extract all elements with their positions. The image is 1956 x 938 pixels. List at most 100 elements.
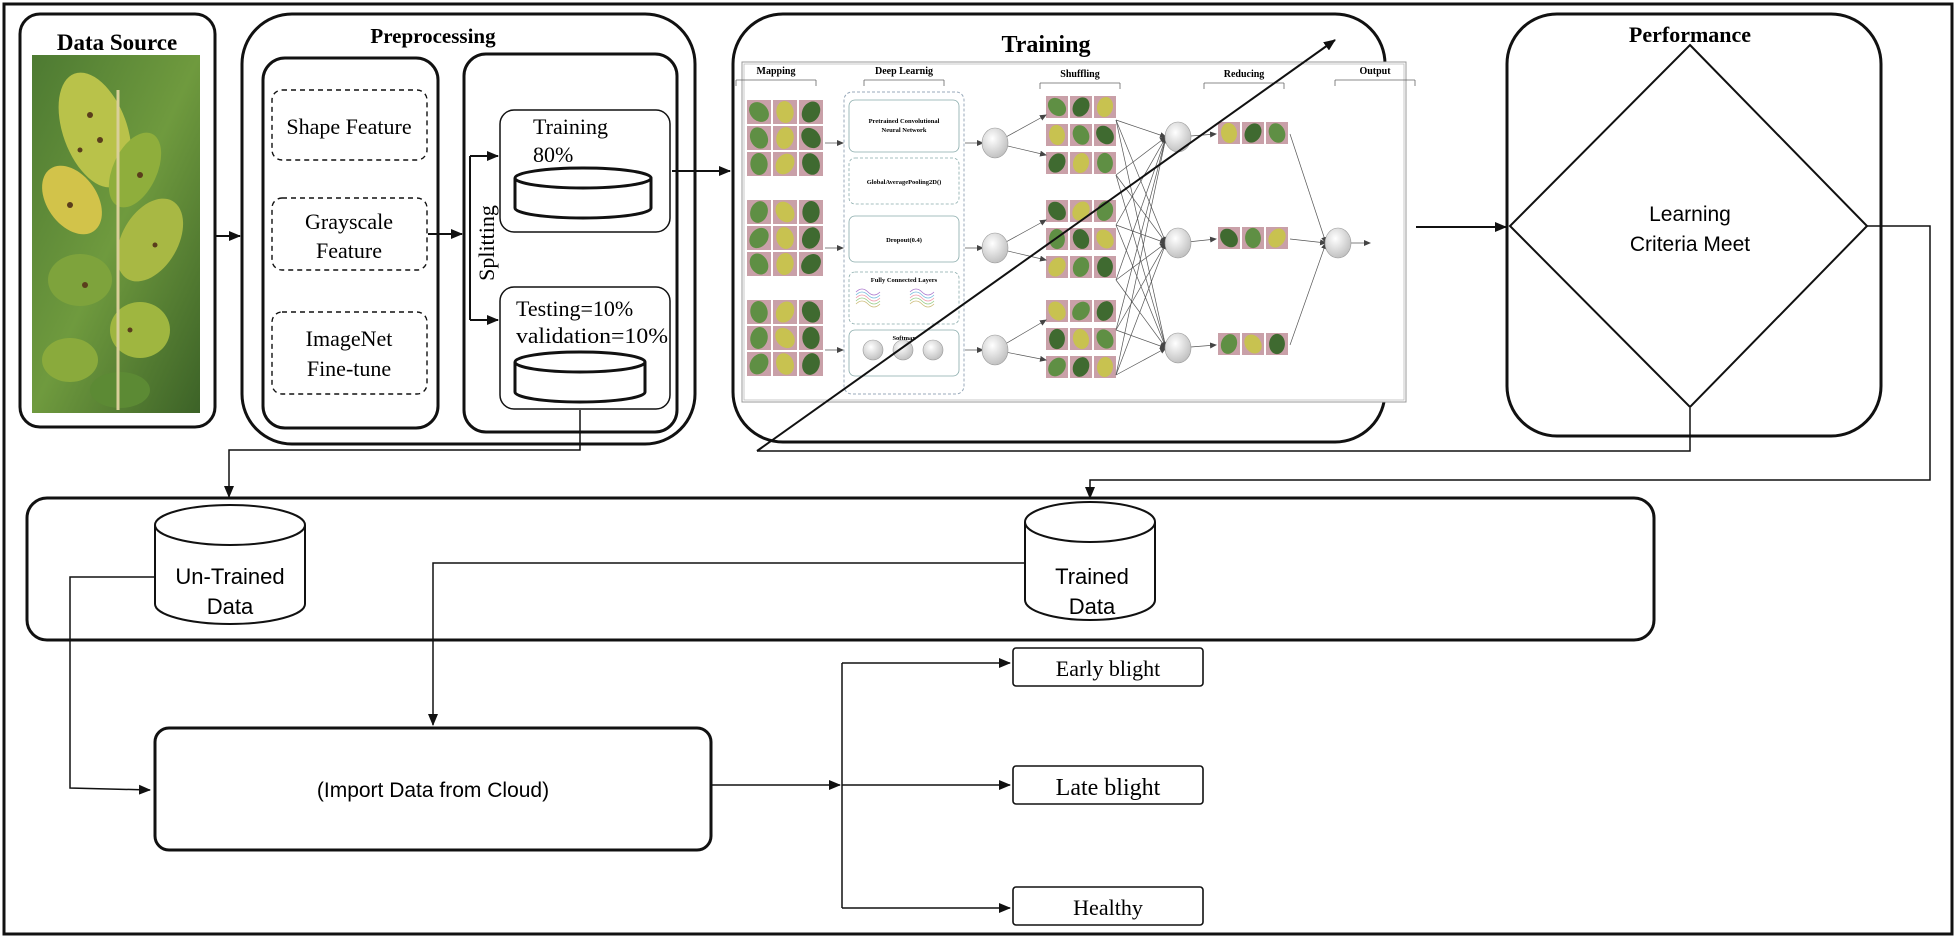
cnn-column-header: Shuffling (1060, 69, 1099, 80)
leaf-thumbnail (1094, 328, 1116, 350)
import-data-label: (Import Data from Cloud) (317, 779, 549, 802)
leaf-thumbnail (773, 300, 797, 324)
output-node (1324, 227, 1352, 259)
grayscale-label: Grayscale (305, 209, 393, 234)
leaf-thumbnail (799, 152, 823, 176)
cnn-layer-label: Fully Connected Layers (871, 277, 938, 284)
leaf-thumbnail (747, 126, 771, 150)
performance-title: Performance (1629, 22, 1751, 47)
arrow-training-feedback-diagonal (756, 39, 1336, 452)
leaf-thumbnail (1266, 227, 1288, 249)
leaf-thumbnail (1094, 256, 1116, 278)
early-blight-label: Early blight (1056, 656, 1160, 681)
grayscale-feature-label: Feature (316, 238, 382, 263)
imagenet-label: ImageNet (306, 326, 393, 351)
network-node (1164, 227, 1192, 259)
leaf-thumbnail (1218, 333, 1240, 355)
validation-split-label: validation=10% (516, 323, 668, 348)
leaf-thumbnail (1046, 356, 1068, 378)
leaf-thumbnail (1218, 227, 1240, 249)
training-split-label: Training (533, 114, 608, 139)
fine-tune-label: Fine-tune (307, 356, 391, 381)
healthy-label: Healthy (1073, 895, 1143, 920)
testing-split-label: Testing=10% (516, 296, 633, 321)
leaf-thumbnail (799, 326, 823, 350)
imagenet-box (271, 311, 428, 395)
leaf-thumbnail (799, 300, 823, 324)
cnn-layer-label: Pretrained Convolutional (869, 118, 940, 125)
leaf-thumbnail (1070, 228, 1092, 250)
leaf-thumbnail (773, 200, 797, 224)
decision-line-1: Learning (1649, 203, 1731, 226)
splitting-label: Splitting (474, 205, 499, 281)
leaf-thumbnail (1094, 300, 1116, 322)
leaf-thumbnail (799, 352, 823, 376)
leaf-thumbnail (799, 200, 823, 224)
leaf-thumbnail (1070, 152, 1092, 174)
untrained-label-1: Un-Trained (175, 564, 284, 589)
leaf-photo (32, 55, 200, 413)
shape-feature-label: Shape Feature (286, 114, 411, 139)
learning-criteria-decision (1508, 43, 1869, 409)
performance-panel: Performance Learning Criteria Meet (1505, 12, 1883, 438)
cnn-layer-label: Dropout(0.4) (886, 237, 922, 244)
leaf-thumbnail (1094, 152, 1116, 174)
leaf-thumbnail (1046, 124, 1068, 146)
connector-performance-to-trained-data (1085, 225, 1931, 499)
leaf-thumbnail (773, 352, 797, 376)
leaf-thumbnail (1046, 328, 1068, 350)
late-blight-label: Late blight (1056, 775, 1161, 801)
leaf-thumbnail (1070, 356, 1092, 378)
connector-trained-to-import (428, 562, 1025, 726)
untrained-label-2: Data (207, 594, 254, 619)
cnn-column-header: Output (1359, 66, 1391, 77)
leaf-thumbnail (773, 252, 797, 276)
leaf-thumbnail (799, 100, 823, 124)
leaf-thumbnail (1094, 356, 1116, 378)
leaf-thumbnail (773, 100, 797, 124)
leaf-thumbnail (1070, 328, 1092, 350)
decision-line-2: Criteria Meet (1630, 233, 1750, 256)
network-node (981, 232, 1009, 264)
leaf-thumbnail (1046, 96, 1068, 118)
cnn-column-header: Reducing (1224, 69, 1265, 80)
connector-performance-to-training (757, 408, 1691, 452)
leaf-thumbnail (747, 326, 771, 350)
cnn-layer-label: Neural Network (882, 127, 927, 134)
cnn-layer-label: GlobalAveragePooling2D() (867, 179, 942, 186)
preprocessing-title: Preprocessing (370, 24, 496, 48)
network-node (981, 127, 1009, 159)
training-split-pct: 80% (533, 142, 573, 167)
trained-data-cylinder (1024, 501, 1156, 621)
leaf-thumbnail (1070, 124, 1092, 146)
leaf-thumbnail (773, 226, 797, 250)
leaf-thumbnail (773, 126, 797, 150)
leaf-thumbnail (1070, 96, 1092, 118)
leaf-thumbnail (747, 200, 771, 224)
preprocessing-panel: Preprocessing Shape Feature Grayscale Fe… (240, 12, 697, 446)
shape-feature-box (271, 89, 428, 161)
leaf-thumbnail (1094, 228, 1116, 250)
leaf-thumbnail (1046, 300, 1068, 322)
import-data-box (153, 726, 713, 852)
training-title: Training (1002, 32, 1091, 58)
output-late-blight: Late blight (1012, 765, 1204, 805)
trained-label-1: Trained (1055, 564, 1129, 589)
leaf-thumbnail (1266, 122, 1288, 144)
storage-panel: Un-Trained Data Trained Data (25, 496, 1656, 642)
leaf-thumbnail (1094, 124, 1116, 146)
leaf-thumbnail (1070, 256, 1092, 278)
leaf-thumbnail (799, 226, 823, 250)
leaf-thumbnail (1094, 96, 1116, 118)
leaf-thumbnail (773, 326, 797, 350)
grayscale-feature-box (271, 197, 428, 271)
connector-untrained-to-import (69, 576, 155, 795)
leaf-thumbnail (1046, 152, 1068, 174)
cnn-column-header: Deep Learnig (875, 66, 933, 77)
leaf-thumbnail (747, 226, 771, 250)
data-source-title: Data Source (57, 30, 177, 55)
